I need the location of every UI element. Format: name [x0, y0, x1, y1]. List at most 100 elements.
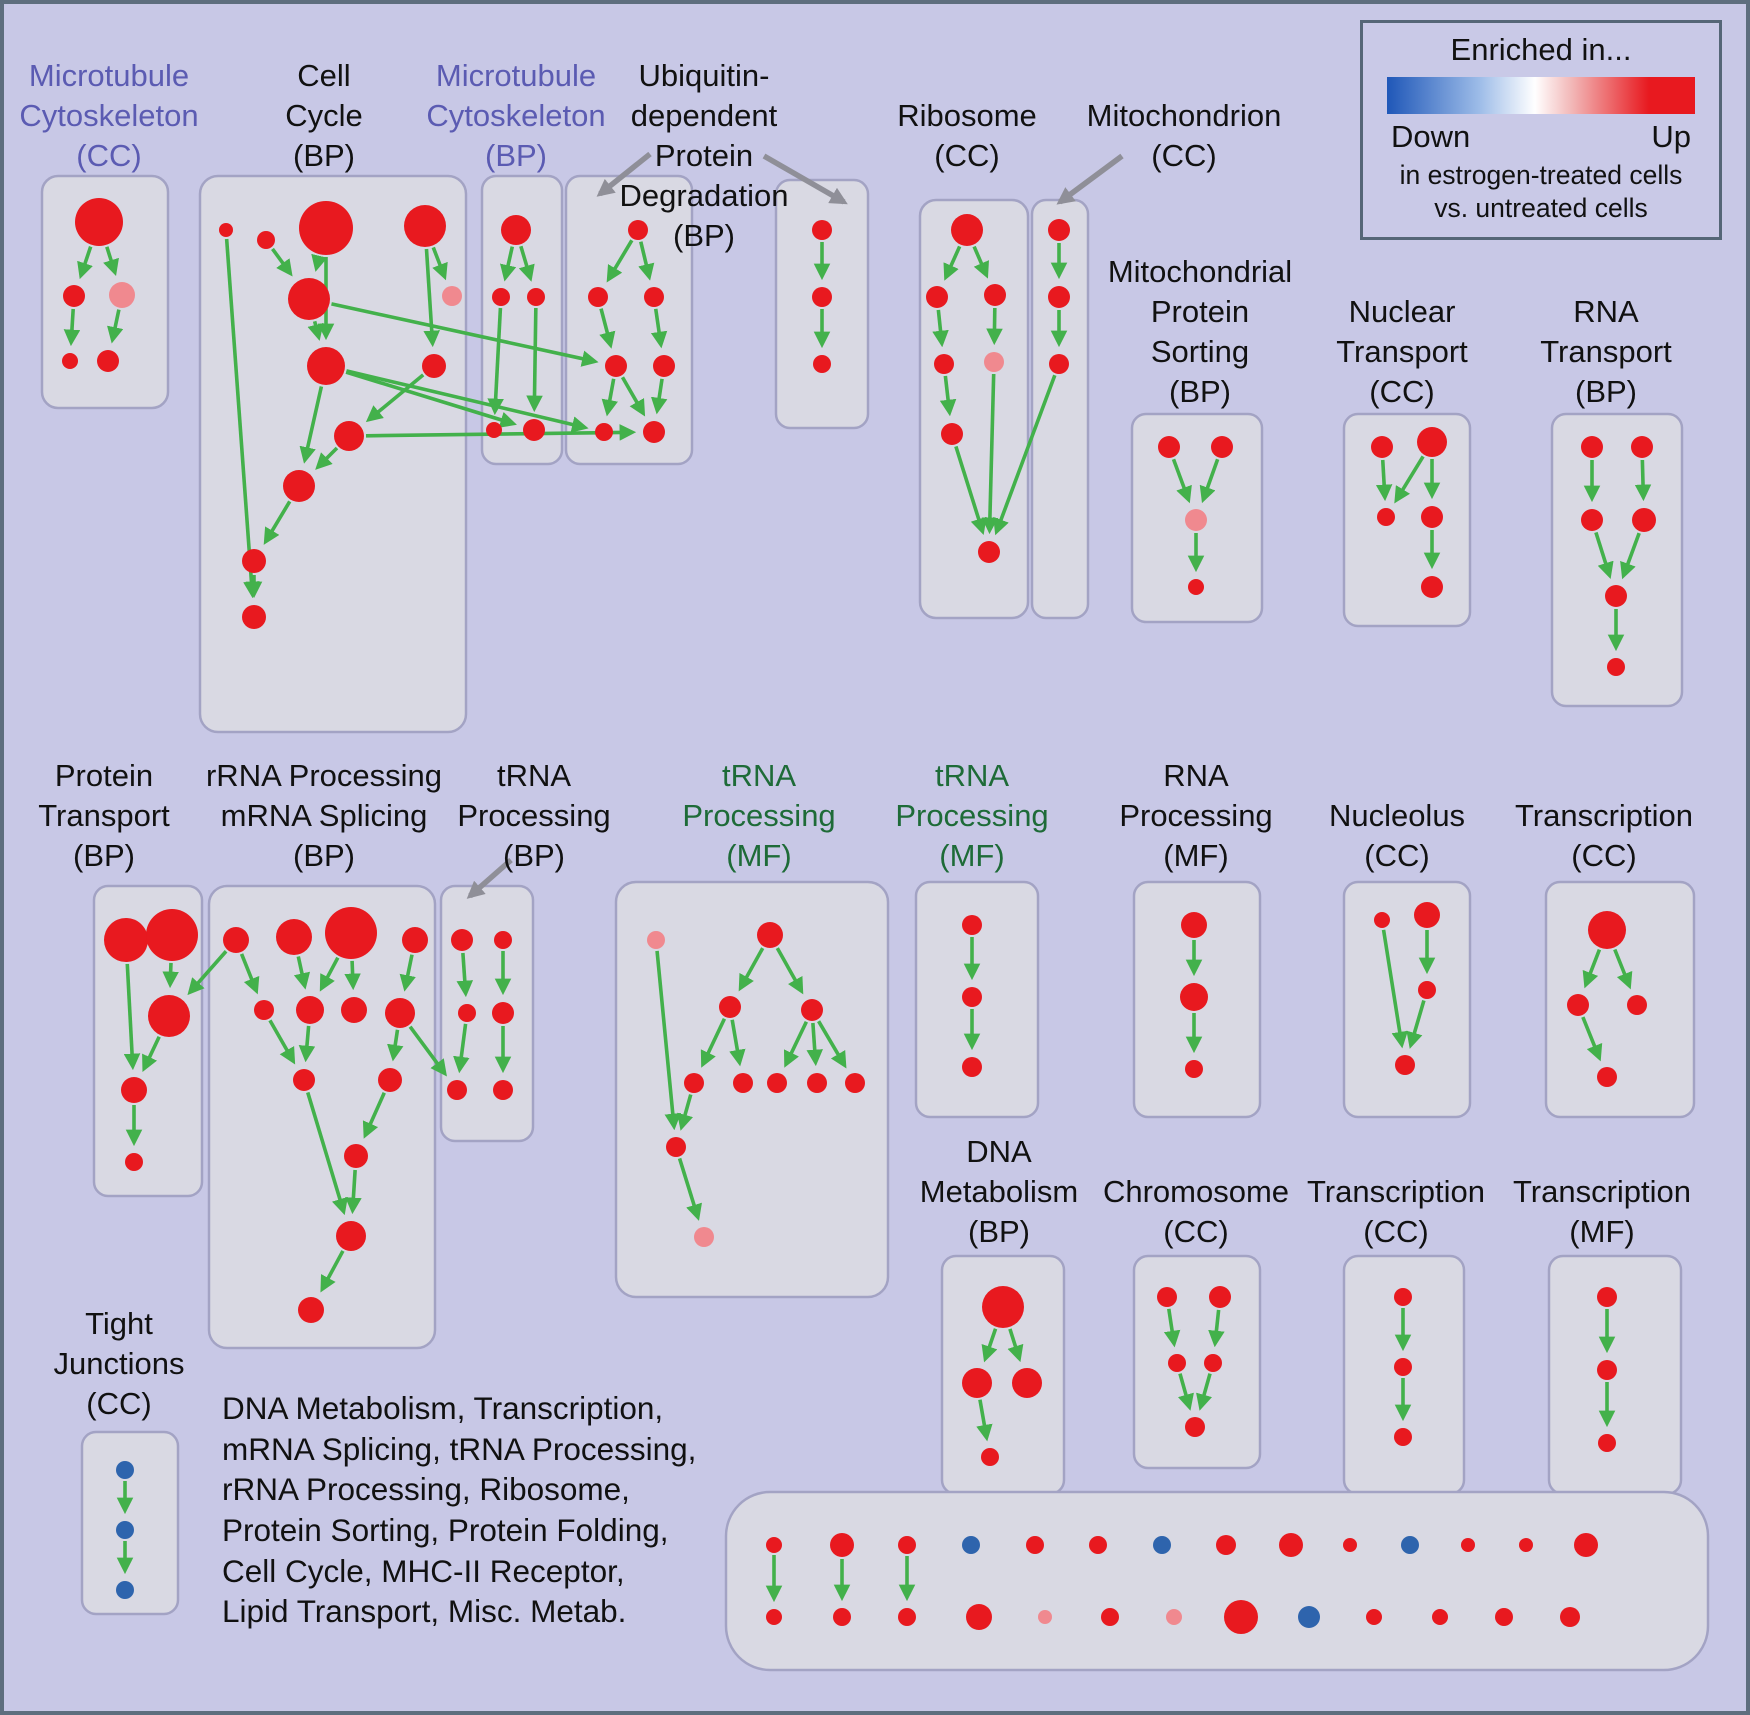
gene-node-red: [830, 1533, 854, 1557]
edge-arrow: [1613, 948, 1633, 990]
edge-arrow: [981, 1328, 998, 1363]
edge-arrow: [729, 1019, 746, 1067]
cluster-box-ubiquitin-degradation-bp-a: [564, 174, 694, 466]
gene-node-pink: [1038, 1610, 1052, 1624]
edge-arrow: [224, 238, 260, 599]
gene-node-red: [898, 1608, 916, 1626]
gene-node-red: [1421, 506, 1443, 528]
gene-node-red: [254, 1000, 274, 1020]
gene-node-red: [1605, 585, 1627, 607]
gene-node-red: [299, 201, 353, 255]
edge-arrow: [1406, 1000, 1426, 1049]
gene-node-red: [1461, 1538, 1475, 1552]
cluster-box-ribosome-cc: [918, 198, 1030, 620]
gene-node-red: [242, 605, 266, 629]
gene-node-red: [1185, 1417, 1205, 1437]
gene-node-red: [219, 223, 233, 237]
edge-arrow: [943, 245, 962, 281]
gene-node-red: [1394, 1428, 1412, 1446]
edge-arrow: [677, 1157, 702, 1221]
gene-node-red: [1279, 1533, 1303, 1557]
edge-arrow: [939, 375, 957, 417]
gene-node-red: [1394, 1288, 1412, 1306]
cluster-box-nuclear-transport-cc: [1342, 412, 1472, 628]
gene-node-red: [451, 929, 473, 951]
gene-node-red: [1588, 911, 1626, 949]
edge-arrow: [456, 952, 474, 998]
edge-arrow: [981, 373, 999, 535]
gene-node-pink: [1166, 1609, 1182, 1625]
edge-arrow: [487, 307, 504, 416]
edge-arrow: [1634, 459, 1652, 502]
gene-node-red: [588, 287, 608, 307]
cluster-box-transcription-cc-upper: [1544, 880, 1696, 1119]
cluster-box-trna-processing-bp: [439, 884, 535, 1143]
gene-node-pink: [109, 282, 135, 308]
edge-arrow: [293, 956, 311, 990]
edge-arrow: [263, 500, 292, 545]
gene-node-red: [1188, 579, 1204, 595]
gene-node-red: [148, 995, 190, 1037]
gene-node-red: [1598, 1434, 1616, 1452]
gene-node-red: [1180, 983, 1208, 1011]
gene-node-red: [643, 421, 665, 443]
gene-node-red: [1414, 902, 1440, 928]
gene-node-red: [296, 996, 324, 1024]
gene-node-red: [1421, 576, 1443, 598]
edge-arrow: [306, 1091, 348, 1216]
edge-arrow: [387, 1029, 404, 1062]
edge-arrow: [345, 1169, 362, 1215]
edge-arrow: [319, 956, 340, 992]
edge-arrow: [1208, 1309, 1225, 1348]
edge-arrow: [1394, 455, 1425, 504]
edge-arrow: [107, 309, 124, 344]
gene-node-red: [1089, 1536, 1107, 1554]
edge-arrow: [606, 239, 634, 283]
gene-node-red: [307, 347, 345, 385]
gene-node-pink: [984, 352, 1004, 372]
edge-arrow: [187, 950, 228, 996]
gene-node-red: [447, 1080, 467, 1100]
gene-node-red: [801, 999, 823, 1021]
edge-arrow: [453, 1023, 470, 1074]
gene-node-red: [1607, 658, 1625, 676]
cluster-box-protein-transport-bp: [92, 884, 204, 1198]
edge-arrow: [346, 369, 589, 433]
edge-arrow: [431, 246, 448, 281]
gene-node-red: [1574, 1533, 1598, 1557]
legend-down-label: Down: [1391, 119, 1471, 154]
cluster-box-chromosome-cc: [1132, 1254, 1262, 1470]
legend-subtitle-2: vs. untreated cells: [1434, 193, 1648, 224]
gene-node-red: [1343, 1538, 1357, 1552]
edge-arrow: [1582, 948, 1602, 989]
gene-node-red: [1567, 994, 1589, 1016]
edge-arrow: [993, 374, 1057, 536]
gene-node-red: [962, 987, 982, 1007]
gene-node-red: [1632, 508, 1656, 532]
edge-arrow: [365, 373, 425, 423]
gene-node-red: [1597, 1360, 1617, 1380]
edge-arrow: [271, 247, 293, 277]
gene-node-red: [981, 1448, 999, 1466]
gene-node-blue: [1153, 1536, 1171, 1554]
gene-node-red: [1581, 509, 1603, 531]
edge-arrow: [775, 947, 804, 995]
legend-up-label: Up: [1651, 119, 1691, 154]
gene-node-red: [1101, 1608, 1119, 1626]
gene-node-red: [644, 287, 664, 307]
gene-node-red: [628, 220, 648, 240]
edge-arrow: [1163, 1308, 1181, 1348]
misc-gene-groups-text: DNA Metabolism, Transcription, mRNA Spli…: [222, 1390, 697, 1630]
gene-node-red: [62, 353, 78, 369]
edge-arrow: [239, 953, 260, 995]
edge-arrow: [932, 309, 949, 348]
gene-node-red: [605, 355, 627, 377]
gene-node-red: [501, 215, 531, 245]
gene-node-red: [733, 1073, 753, 1093]
gene-node-red: [1374, 912, 1390, 928]
annotation-arrow: [1056, 153, 1124, 205]
gene-node-red: [125, 1153, 143, 1171]
gene-node-red: [1048, 286, 1070, 308]
edge-arrow: [307, 320, 324, 341]
gene-node-red: [1157, 1287, 1177, 1307]
